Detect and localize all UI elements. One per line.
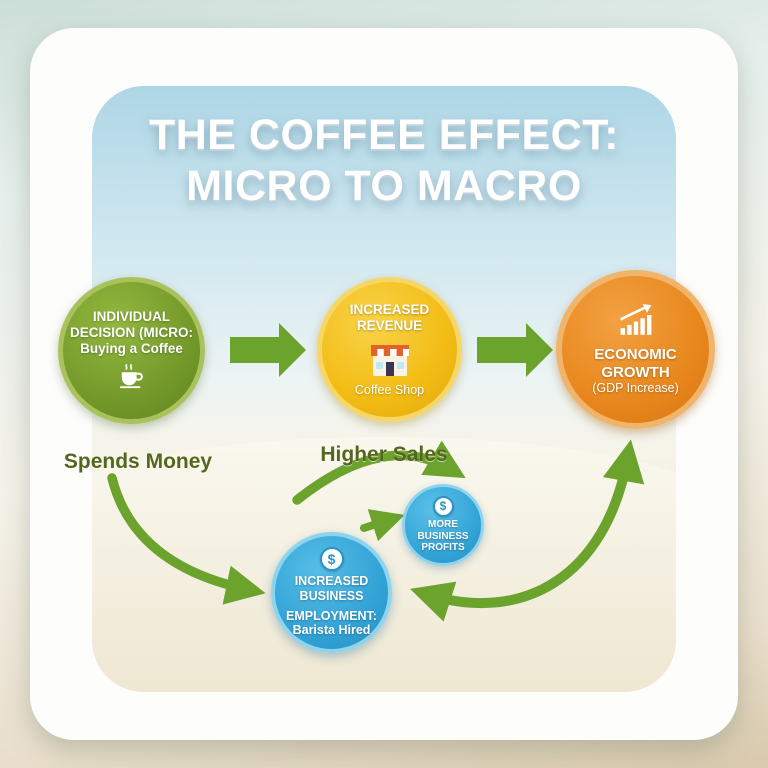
node-economic-growth: ECONOMIC GROWTH (GDP Increase) bbox=[556, 270, 715, 429]
dollar-coin-icon: $ bbox=[432, 495, 454, 517]
node-profits-line3: PROFITS bbox=[421, 542, 465, 554]
node-employment-line2: BUSINESS bbox=[299, 588, 364, 603]
storefront-icon bbox=[366, 340, 414, 383]
coffee-cup-icon bbox=[117, 363, 147, 392]
node-employment-line3: EMPLOYMENT: bbox=[286, 608, 377, 623]
node-revenue-caption: Coffee Shop bbox=[354, 382, 425, 397]
node-profits-line2: BUSINESS bbox=[417, 530, 469, 542]
node-employment-line1: INCREASED bbox=[294, 574, 369, 588]
node-growth-line3: (GDP Increase) bbox=[592, 381, 679, 396]
node-growth-line1: ECONOMIC bbox=[594, 345, 677, 363]
node-employment-line4: Barista Hired bbox=[292, 623, 371, 638]
node-growth-line2: GROWTH bbox=[601, 363, 670, 381]
dollar-coin-icon: $ bbox=[319, 547, 344, 571]
node-increased-revenue: INCREASED REVENUE Coffee Shop bbox=[317, 277, 462, 422]
node-individual-line3: Buying a Coffee bbox=[80, 340, 183, 356]
node-profits-line1: MORE bbox=[428, 518, 458, 530]
node-revenue-line1: INCREASED bbox=[349, 302, 430, 318]
node-increased-employment: $ INCREASED BUSINESS EMPLOYMENT: Barista… bbox=[271, 532, 392, 653]
node-individual-decision: INDIVIDUAL DECISION (MICRO: Buying a Cof… bbox=[58, 277, 205, 424]
bar-chart-icon bbox=[616, 303, 656, 341]
node-more-business-profits: $ MORE BUSINESS PROFITS bbox=[402, 484, 484, 566]
node-individual-line2: DECISION (MICRO: bbox=[70, 325, 193, 341]
label-higher-sales: Higher Sales bbox=[320, 443, 448, 466]
page-title: THE COFFEE EFFECT: MICRO TO MACRO bbox=[92, 110, 676, 211]
dollar-symbol: $ bbox=[327, 551, 336, 567]
dollar-symbol: $ bbox=[439, 499, 447, 514]
title-line-2: MICRO TO MACRO bbox=[186, 161, 582, 210]
title-line-1: THE COFFEE EFFECT: bbox=[148, 111, 620, 159]
label-spends-money: Spends Money bbox=[63, 450, 213, 473]
node-individual-line1: INDIVIDUAL bbox=[92, 309, 171, 325]
node-revenue-line2: REVENUE bbox=[356, 318, 423, 333]
